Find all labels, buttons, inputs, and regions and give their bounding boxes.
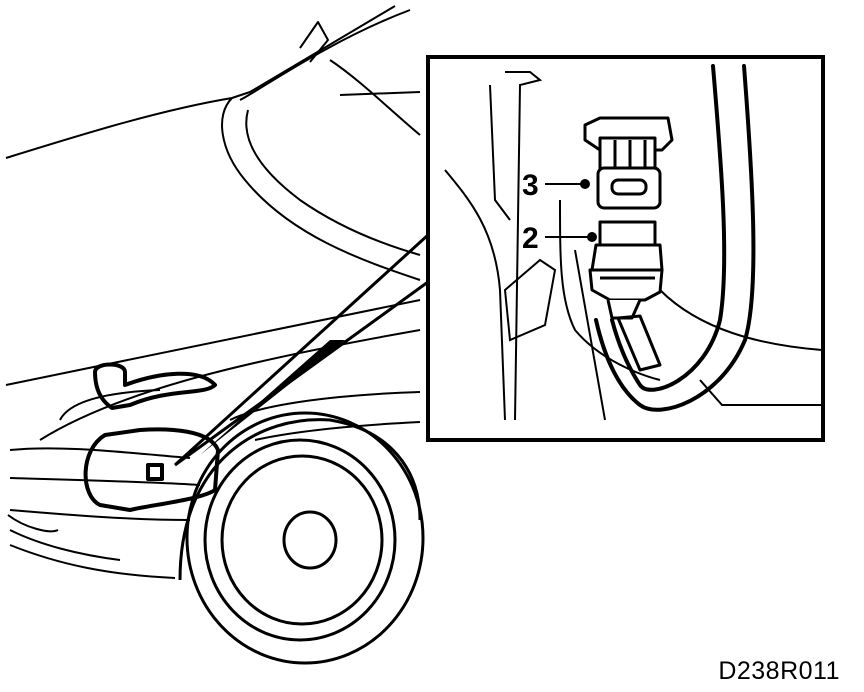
callout-3-label: 3 bbox=[522, 169, 539, 202]
connector-3 bbox=[583, 116, 674, 210]
detail-inset: 3 2 bbox=[426, 55, 825, 442]
reservoir bbox=[83, 362, 220, 512]
figure-code: D238R011 bbox=[718, 657, 840, 685]
wiring-harness bbox=[594, 64, 756, 412]
detail-pointer bbox=[173, 231, 430, 467]
front-wheel bbox=[178, 411, 425, 665]
callout-leaders bbox=[545, 179, 597, 242]
connector-2 bbox=[588, 220, 664, 372]
callout-2-label: 2 bbox=[522, 222, 539, 255]
inset-structure bbox=[444, 71, 823, 421]
car-body bbox=[5, 5, 421, 579]
